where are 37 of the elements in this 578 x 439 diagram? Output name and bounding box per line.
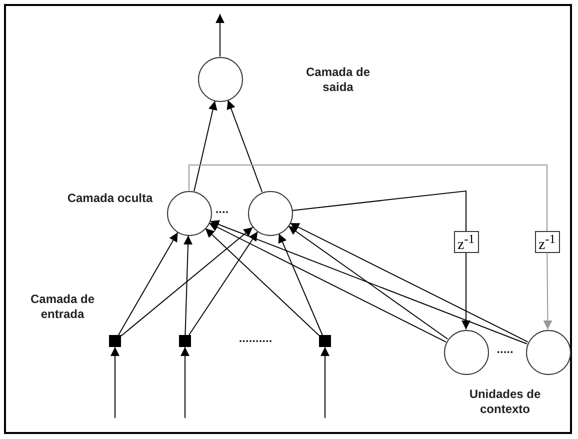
neuron-circle [526,330,570,374]
neuron-circle [444,330,488,374]
arrow [278,233,323,336]
arrow [194,100,218,192]
layer-label: Camada de entrada [29,292,96,322]
neuron-circle [198,56,242,102]
arrow [120,226,254,336]
delay-box: z$^{-1}$ [534,231,560,253]
connector-line [292,190,466,232]
ellipsis-dots: .... [214,202,230,217]
arrow [462,252,470,330]
arrow [290,222,528,342]
connector-line [188,164,548,232]
layer-label: Camada de saida [304,65,372,95]
arrow [226,100,263,192]
input-square [179,335,191,347]
arrow [180,346,190,418]
arrow [210,220,528,344]
arrow [320,346,330,418]
arrow [204,228,320,336]
arrow [188,231,258,336]
delay-box: z$^{-1}$ [454,231,478,253]
arrow [208,222,446,342]
arrow [216,14,224,57]
ellipsis-dots: .......... [238,331,274,346]
arrow [288,226,448,340]
arrow [110,346,120,418]
neuron-circle [248,190,292,236]
arrow [543,252,552,330]
layer-label: Unidades de contexto [468,387,542,417]
neuron-circle [166,190,212,236]
layer-label: Camada oculta [66,191,154,206]
input-square [109,335,121,347]
arrow [184,235,193,336]
arrow [118,232,178,336]
ellipsis-dots: ..... [496,342,514,357]
input-square [319,335,331,347]
